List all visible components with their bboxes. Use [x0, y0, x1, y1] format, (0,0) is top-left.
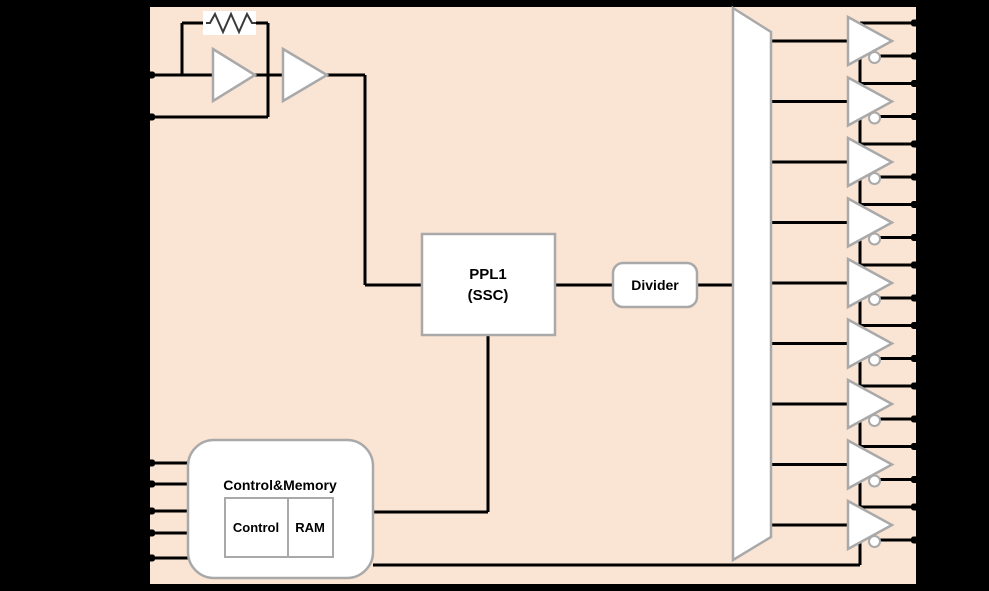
pll-control-wire	[373, 335, 490, 514]
output-pin	[911, 294, 920, 302]
output-pin	[911, 415, 920, 423]
input-pin	[146, 529, 155, 537]
output-buffer-8	[771, 438, 916, 507]
inverting-bubble-icon	[868, 474, 881, 488]
control-sub-label: Control	[233, 520, 279, 535]
output-pin	[911, 503, 920, 511]
output-buffer-6	[771, 317, 916, 386]
control-memory-title: Control&Memory	[223, 477, 337, 493]
chip-bottom-border	[150, 584, 916, 588]
output-buffer-array	[771, 14, 916, 565]
output-pin	[911, 476, 920, 483]
input-pin	[146, 507, 155, 515]
output-pin	[911, 19, 920, 27]
output-pin	[911, 140, 920, 148]
output-pin	[911, 201, 920, 208]
inverting-bubble-icon	[868, 232, 881, 246]
output-buffer-3	[771, 135, 916, 205]
output-buffer-5	[771, 256, 916, 326]
osc-buffer-amplifier-icon	[281, 46, 330, 104]
pll-label-line2: (SSC)	[468, 287, 509, 304]
output-pin	[911, 322, 920, 329]
divider-block	[611, 261, 699, 309]
output-pin	[911, 382, 920, 390]
ram-sub-label: RAM	[295, 520, 325, 535]
output-pin	[911, 173, 920, 181]
inverting-bubble-icon	[868, 353, 881, 367]
inverting-bubble-icon	[868, 414, 881, 427]
osc-amplifier-icon	[211, 46, 258, 104]
pll-block	[420, 232, 557, 337]
output-pin	[911, 443, 920, 450]
inverting-bubble-icon	[868, 51, 881, 64]
output-buffer-4	[771, 196, 916, 265]
output-pin	[911, 261, 920, 269]
pll-label-line1: PPL1	[469, 266, 507, 283]
chip-top-border	[150, 3, 916, 7]
output-buffer-2	[771, 75, 916, 144]
inverting-bubble-icon	[868, 535, 881, 548]
output-pin	[911, 52, 920, 60]
output-pin	[911, 113, 920, 120]
output-pin	[911, 355, 920, 362]
input-pin	[146, 71, 155, 79]
inverting-bubble-icon	[868, 172, 881, 185]
output-buffer-9	[771, 498, 916, 565]
inverting-bubble-icon	[868, 111, 881, 125]
output-buffer-1	[771, 14, 916, 84]
input-pin	[146, 459, 155, 467]
inverting-bubble-icon	[868, 293, 881, 306]
divider-label: Divider	[631, 277, 679, 293]
pin-dots	[146, 19, 920, 562]
input-pin	[146, 480, 155, 488]
ram-sub-block	[287, 497, 334, 558]
clock-fanout-trapezoid	[731, 5, 773, 563]
resistor-zigzag-icon	[206, 11, 256, 35]
output-pin	[911, 234, 920, 241]
output-buffer-7	[771, 377, 916, 447]
output-pin	[911, 536, 920, 544]
output-pin	[911, 80, 920, 87]
input-pin	[146, 554, 155, 562]
input-pin	[146, 113, 155, 121]
